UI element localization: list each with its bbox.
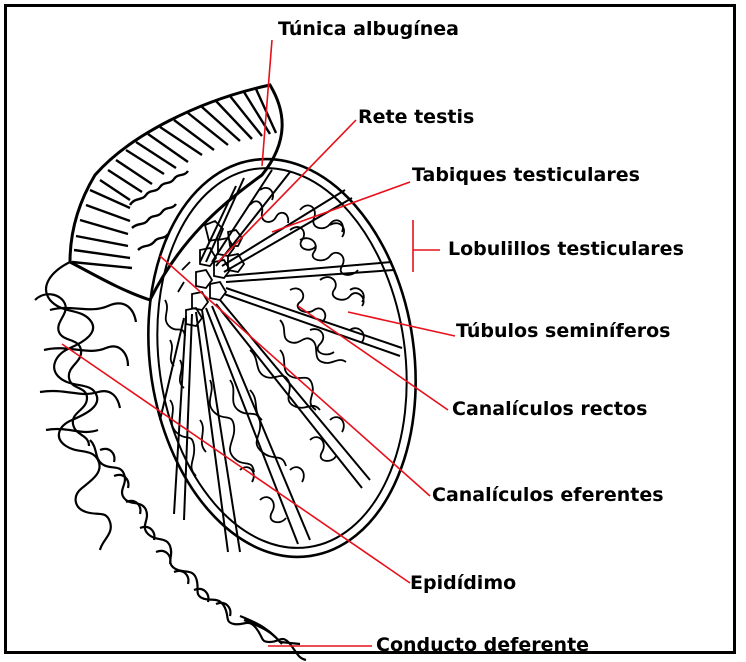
label-tabiques-testiculares: Tabiques testiculares <box>412 166 640 185</box>
label-tunica-albuginea: Túnica albugínea <box>278 20 459 39</box>
leader-lobulillos <box>413 220 440 272</box>
efferent-ducts-fan <box>70 85 282 300</box>
label-conducto-deferente: Conducto deferente <box>376 636 589 655</box>
leader-eferentes <box>160 256 430 496</box>
leader-rectos <box>298 306 448 410</box>
label-tubulos-seminiferos: Túbulos seminíferos <box>456 322 670 341</box>
label-lobulillos-testiculares: Lobulillos testiculares <box>448 240 684 259</box>
label-rete-testis: Rete testis <box>358 108 474 127</box>
label-epididimo: Epidídimo <box>410 574 516 593</box>
label-canaliculos-eferentes: Canalículos eferentes <box>432 486 664 505</box>
leader-epididimo <box>62 344 410 583</box>
seminiferous-tubules <box>165 188 364 522</box>
label-canaliculos-rectos: Canalículos rectos <box>452 400 647 419</box>
